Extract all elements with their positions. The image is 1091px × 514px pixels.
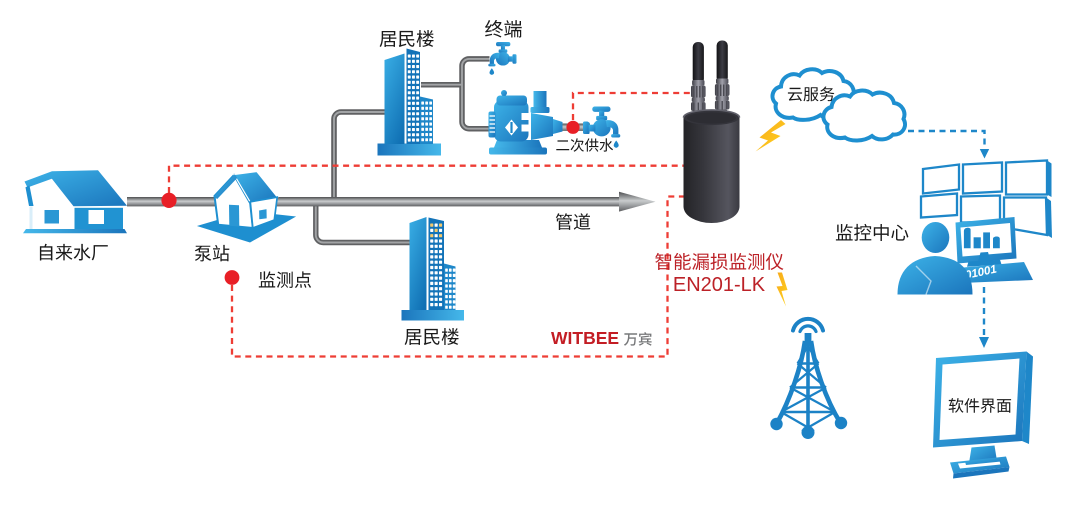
svg-text:WITBEE: WITBEE [551, 328, 619, 348]
svg-text:EN201-LK: EN201-LK [673, 274, 766, 296]
